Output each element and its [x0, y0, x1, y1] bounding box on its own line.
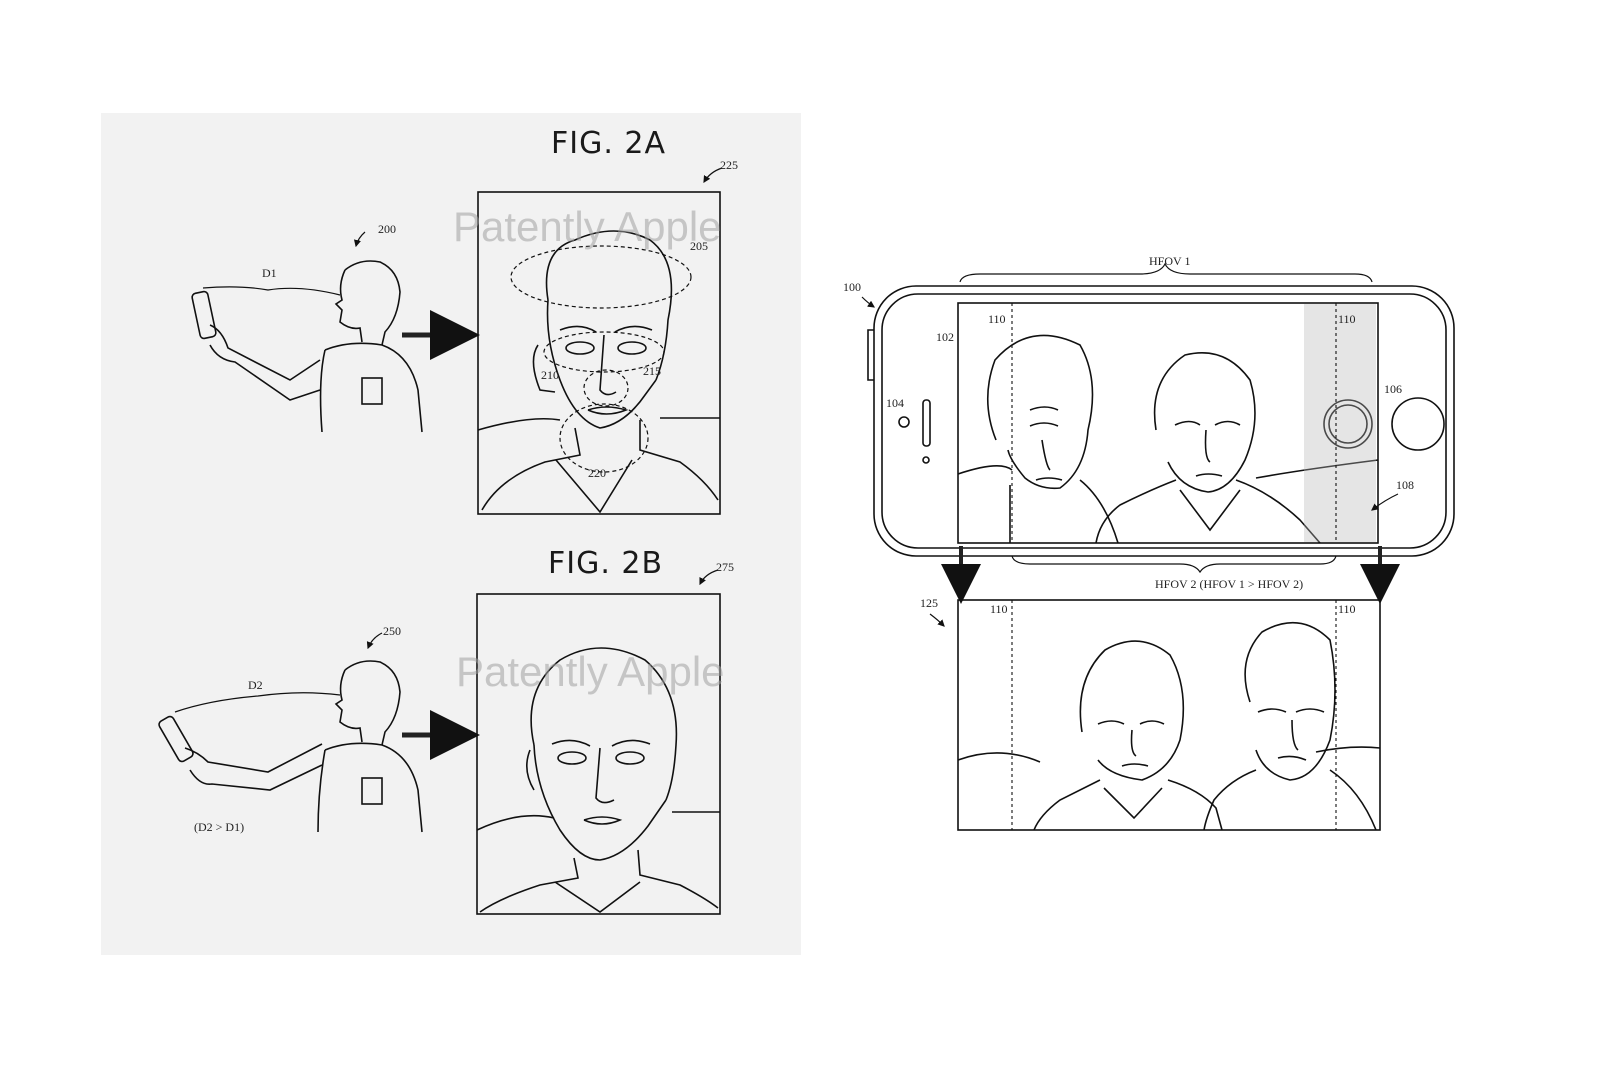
fig2a-regions [510, 245, 692, 473]
fig2b-title: FIG. 2B [548, 546, 664, 581]
fig2a-title: FIG. 2A [551, 126, 667, 161]
ref-108: 108 [1396, 478, 1414, 492]
fig2b-frame [476, 593, 721, 915]
ref-205: 205 [690, 239, 708, 253]
ref-215: 215 [643, 364, 661, 378]
ref-125: 125 [920, 596, 938, 610]
fig2b-person [158, 660, 423, 833]
ref-275: 275 [716, 560, 734, 574]
label-d2: D2 [248, 678, 263, 692]
label-hfov1: HFOV 1 [1149, 254, 1191, 268]
ref-110-left: 110 [988, 312, 1006, 326]
fig2a-frame [477, 191, 721, 515]
watermark-bottom: Patently Apple [456, 648, 725, 695]
ref-110-output-right: 110 [1338, 602, 1356, 616]
ref-100: 100 [843, 280, 861, 294]
ref-110-right: 110 [1338, 312, 1356, 326]
ref-102: 102 [936, 330, 954, 344]
label-hfov2: HFOV 2 (HFOV 1 > HFOV 2) [1155, 577, 1304, 591]
condition-d2-gt-d1: (D2 > D1) [194, 820, 245, 834]
left-figure-panel [101, 113, 801, 955]
device-drawing [867, 262, 1455, 574]
ref-250: 250 [383, 624, 401, 638]
ref-225: 225 [720, 158, 738, 172]
ref-106: 106 [1384, 382, 1402, 396]
device-overflow-region [1304, 304, 1376, 542]
label-d1: D1 [262, 266, 277, 280]
fig2a-person [191, 260, 423, 433]
ref-200: 200 [378, 222, 396, 236]
ref-210: 210 [541, 368, 559, 382]
ref-104: 104 [886, 396, 904, 410]
ref-220: 220 [588, 466, 606, 480]
ref-110-output-left: 110 [990, 602, 1008, 616]
output-frame [957, 599, 1381, 831]
watermark-top: Patently Apple [453, 203, 722, 250]
